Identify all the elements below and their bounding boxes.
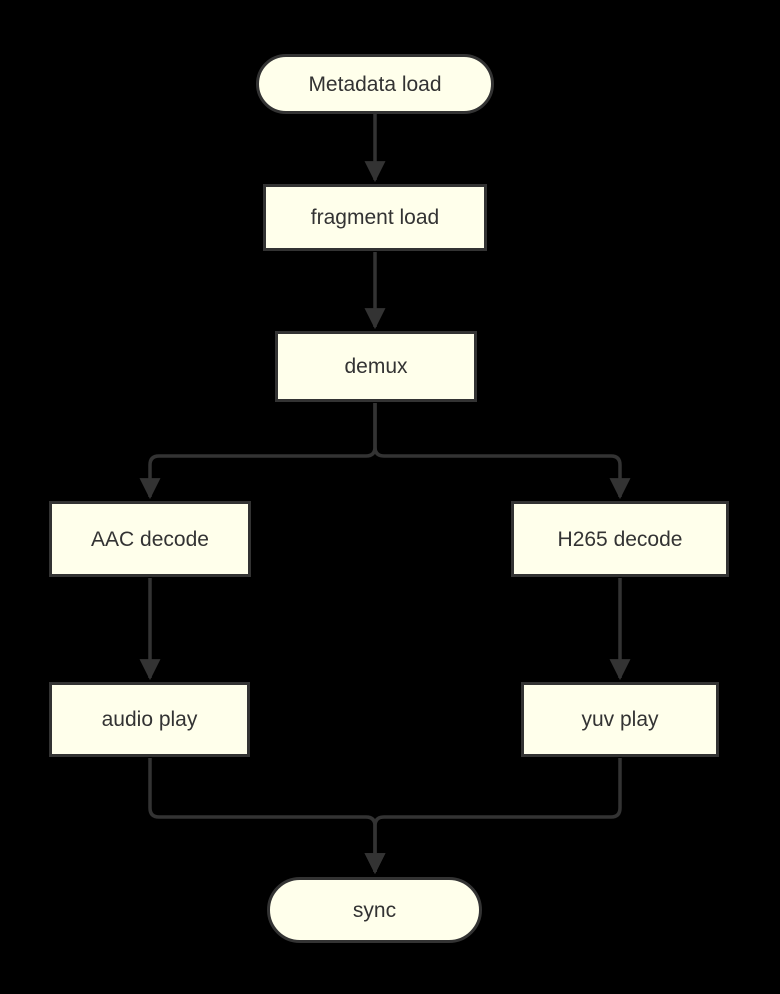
edge-yuv-play-to-sync [364,758,622,875]
node-aac-decode: AAC decode [49,501,251,577]
node-audio-play-label: audio play [101,708,198,731]
node-demux: demux [275,331,477,402]
edge-demux-to-aac-decode [139,403,377,500]
node-fragment-load: fragment load [263,184,487,251]
node-yuv-play: yuv play [521,682,719,757]
node-h265-decode: H265 decode [511,501,729,577]
node-metadata-load-label: Metadata load [308,72,442,96]
node-sync: sync [267,877,482,943]
node-h265-decode-label: H265 decode [557,527,683,551]
node-fragment-load-label: fragment load [310,206,440,229]
node-metadata-load: Metadata load [256,54,494,114]
edge-demux-to-h265-decode [373,403,631,500]
node-sync-label: sync [352,898,397,922]
node-yuv-play-label: yuv play [581,708,659,731]
node-audio-play: audio play [49,682,250,757]
node-aac-decode-label: AAC decode [91,527,209,551]
node-demux-label: demux [344,355,408,378]
edge-audio-play-to-sync [148,758,386,875]
